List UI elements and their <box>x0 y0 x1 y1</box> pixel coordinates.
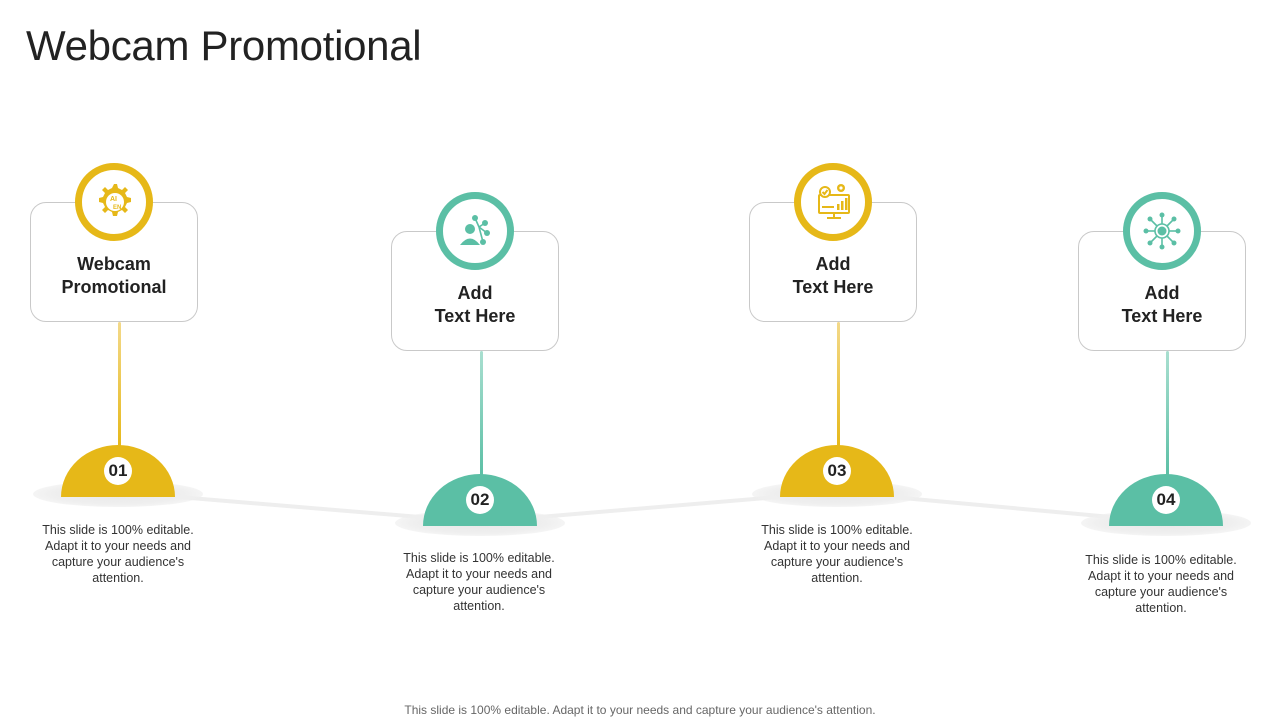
step-2-label: Add Text Here <box>434 283 516 326</box>
step-1-description: This slide is 100% editable. Adapt it to… <box>42 523 194 585</box>
step-1-label: Webcam Promotional <box>61 254 167 297</box>
slide-title: Webcam Promotional <box>26 22 422 69</box>
step-2-stem <box>480 351 483 477</box>
person-network-icon <box>436 192 514 270</box>
step-2-description: This slide is 100% editable. Adapt it to… <box>403 551 555 613</box>
network-globe-icon <box>1123 192 1201 270</box>
step-3-description: This slide is 100% editable. Adapt it to… <box>761 523 913 585</box>
step-2-number: 02 <box>466 486 494 514</box>
svg-text:AI: AI <box>110 196 117 203</box>
step-3-label: Add Text Here <box>792 254 874 297</box>
step-4-label: Add Text Here <box>1121 283 1203 326</box>
step-4-stem <box>1166 351 1169 477</box>
step-1-number: 01 <box>104 457 132 485</box>
step-4-description: This slide is 100% editable. Adapt it to… <box>1085 553 1237 615</box>
footer-note: This slide is 100% editable. Adapt it to… <box>404 703 876 717</box>
step-3-number: 03 <box>823 457 851 485</box>
svg-text:EN: EN <box>113 205 121 211</box>
step-4-number: 04 <box>1152 486 1180 514</box>
step-1-stem <box>118 322 121 448</box>
step-3-stem <box>837 322 840 448</box>
monitor-chart-gear-icon <box>794 163 872 241</box>
gear-ai-icon: AI EN <box>75 163 153 241</box>
